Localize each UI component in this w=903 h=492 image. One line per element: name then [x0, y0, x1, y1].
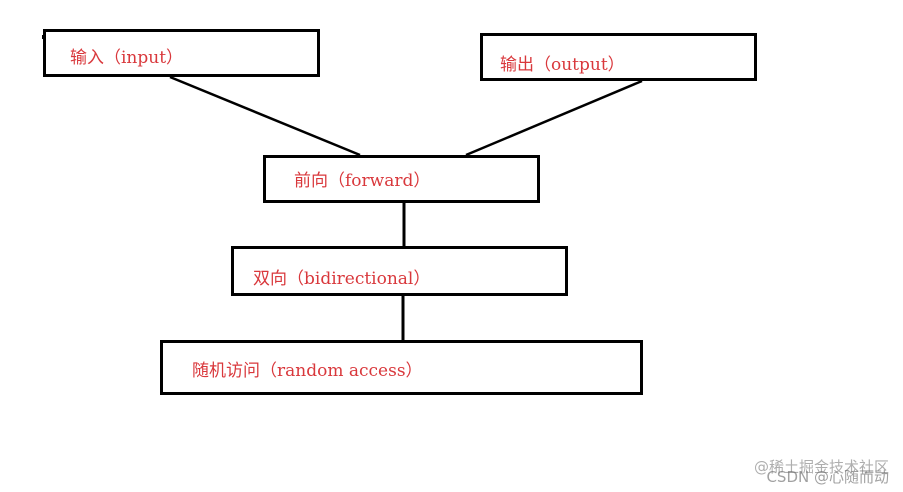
- node-output-label: 输出（output）: [500, 55, 625, 75]
- node-forward: 前向（forward）: [263, 155, 540, 203]
- node-random-access-label: 随机访问（random access）: [192, 361, 423, 381]
- edge-input-forward: [169, 75, 361, 157]
- node-random-access: 随机访问（random access）: [160, 340, 643, 395]
- edge-output-forward: [465, 79, 643, 157]
- node-input-label: 输入（input）: [70, 48, 184, 68]
- watermark-juejin: @稀土掘金技术社区: [753, 458, 889, 476]
- node-forward-label: 前向（forward）: [294, 171, 431, 191]
- node-output: 输出（output）: [480, 33, 757, 81]
- node-bidirectional-label: 双向（bidirectional）: [253, 269, 431, 289]
- watermark-csdn: CSDN @心随而动: [766, 468, 889, 486]
- node-input: 输入（input）: [43, 29, 320, 77]
- node-bidirectional: 双向（bidirectional）: [231, 246, 568, 296]
